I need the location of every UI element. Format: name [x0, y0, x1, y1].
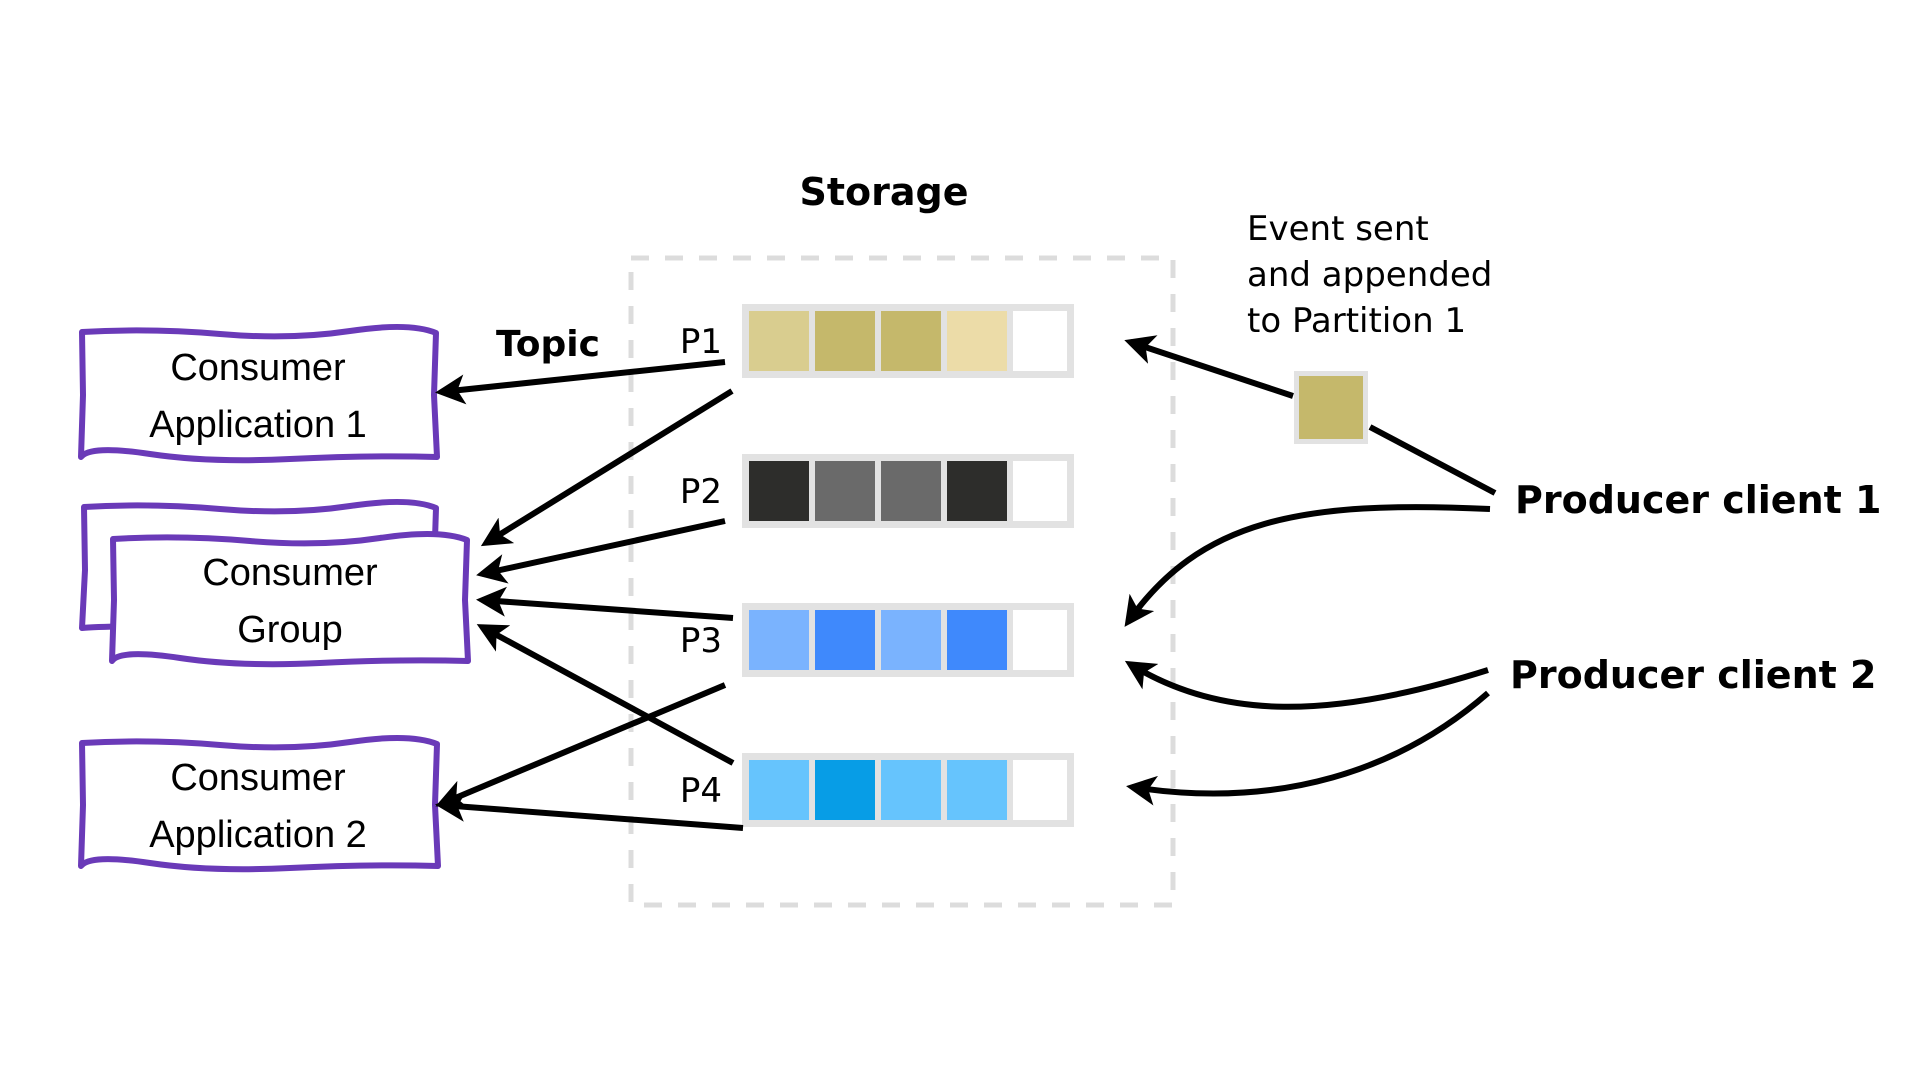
- event-annotation: Event sent and appended to Partition 1: [1247, 209, 1492, 444]
- event-record: [881, 461, 941, 521]
- event-record: [815, 760, 875, 820]
- event-record: [1299, 376, 1363, 439]
- event-record: [815, 610, 875, 670]
- partition-p2: P2: [680, 454, 1074, 528]
- event-record: [749, 461, 809, 521]
- partition-label: P4: [680, 771, 722, 811]
- event-record: [947, 610, 1007, 670]
- empty-slot: [1013, 610, 1067, 670]
- empty-slot: [1013, 461, 1067, 521]
- consumer-app-2-line-2: Application 2: [149, 814, 367, 856]
- arrow-producer-1-to-p3: [1124, 504, 1491, 627]
- arrow-producer-1-to-event: [1368, 424, 1497, 496]
- event-record: [815, 311, 875, 371]
- event-text-line-2: and appended: [1247, 255, 1492, 295]
- producer-client-1-label: Producer client 1: [1515, 478, 1881, 522]
- event-text-line-1: Event sent: [1247, 209, 1429, 249]
- consumer-application-2[interactable]: Consumer Application 2: [78, 734, 441, 873]
- event-record: [749, 760, 809, 820]
- arrow-p4-to-consumer-app-2: [435, 791, 744, 831]
- consumer-box-border: [78, 324, 440, 464]
- consumer-app-1-line-2: Application 1: [149, 404, 367, 446]
- partition-p1: P1: [680, 304, 1074, 378]
- event-record: [815, 461, 875, 521]
- arrow-p3-to-consumer-group: [476, 586, 734, 621]
- arrow-p1-to-consumer-app-1: [435, 359, 726, 405]
- event-record: [881, 610, 941, 670]
- storage-title: Storage: [800, 170, 969, 214]
- arrow-p1-to-consumer-group: [480, 388, 734, 547]
- arrow-producer-2-to-p3: [1124, 660, 1489, 710]
- topic-label: Topic: [496, 324, 600, 365]
- partition-label: P3: [680, 621, 722, 661]
- partition-label: P1: [680, 322, 722, 362]
- arrow-p2-to-consumer-group: [476, 518, 726, 584]
- consumer-box-border: [78, 734, 441, 873]
- partition-p4: P4: [680, 753, 1074, 827]
- event-record: [881, 311, 941, 371]
- consumer-group-front-box: [109, 531, 471, 668]
- event-record: [881, 760, 941, 820]
- consumer-application-1[interactable]: Consumer Application 1: [78, 324, 440, 464]
- event-record: [947, 311, 1007, 371]
- storage-container: [628, 255, 1176, 908]
- arrow-event-to-p1: [1124, 335, 1294, 399]
- consumer-app-1-line-1: Consumer: [170, 347, 346, 389]
- arrow-p3-to-consumer-app-2: [435, 682, 727, 809]
- empty-slot: [1013, 311, 1067, 371]
- event-record: [749, 311, 809, 371]
- producer-arrows: [1124, 335, 1497, 806]
- event-record: [947, 760, 1007, 820]
- partition-p3: P3: [680, 603, 1074, 677]
- empty-slot: [1013, 760, 1067, 820]
- arrow-p4-to-consumer-group: [476, 624, 735, 766]
- consumer-group-line-1: Consumer: [202, 552, 378, 594]
- event-record: [947, 461, 1007, 521]
- partition-label: P2: [680, 472, 722, 512]
- consumer-group-line-2: Group: [237, 609, 343, 651]
- consumer-app-2-line-1: Consumer: [170, 757, 346, 799]
- consumption-arrows: [435, 359, 744, 831]
- producer-client-2-label: Producer client 2: [1510, 653, 1876, 697]
- event-text-line-3: to Partition 1: [1247, 301, 1466, 341]
- consumer-group[interactable]: Consumer Group: [79, 498, 471, 668]
- event-record: [749, 610, 809, 670]
- arrow-producer-2-to-p4: [1126, 690, 1490, 806]
